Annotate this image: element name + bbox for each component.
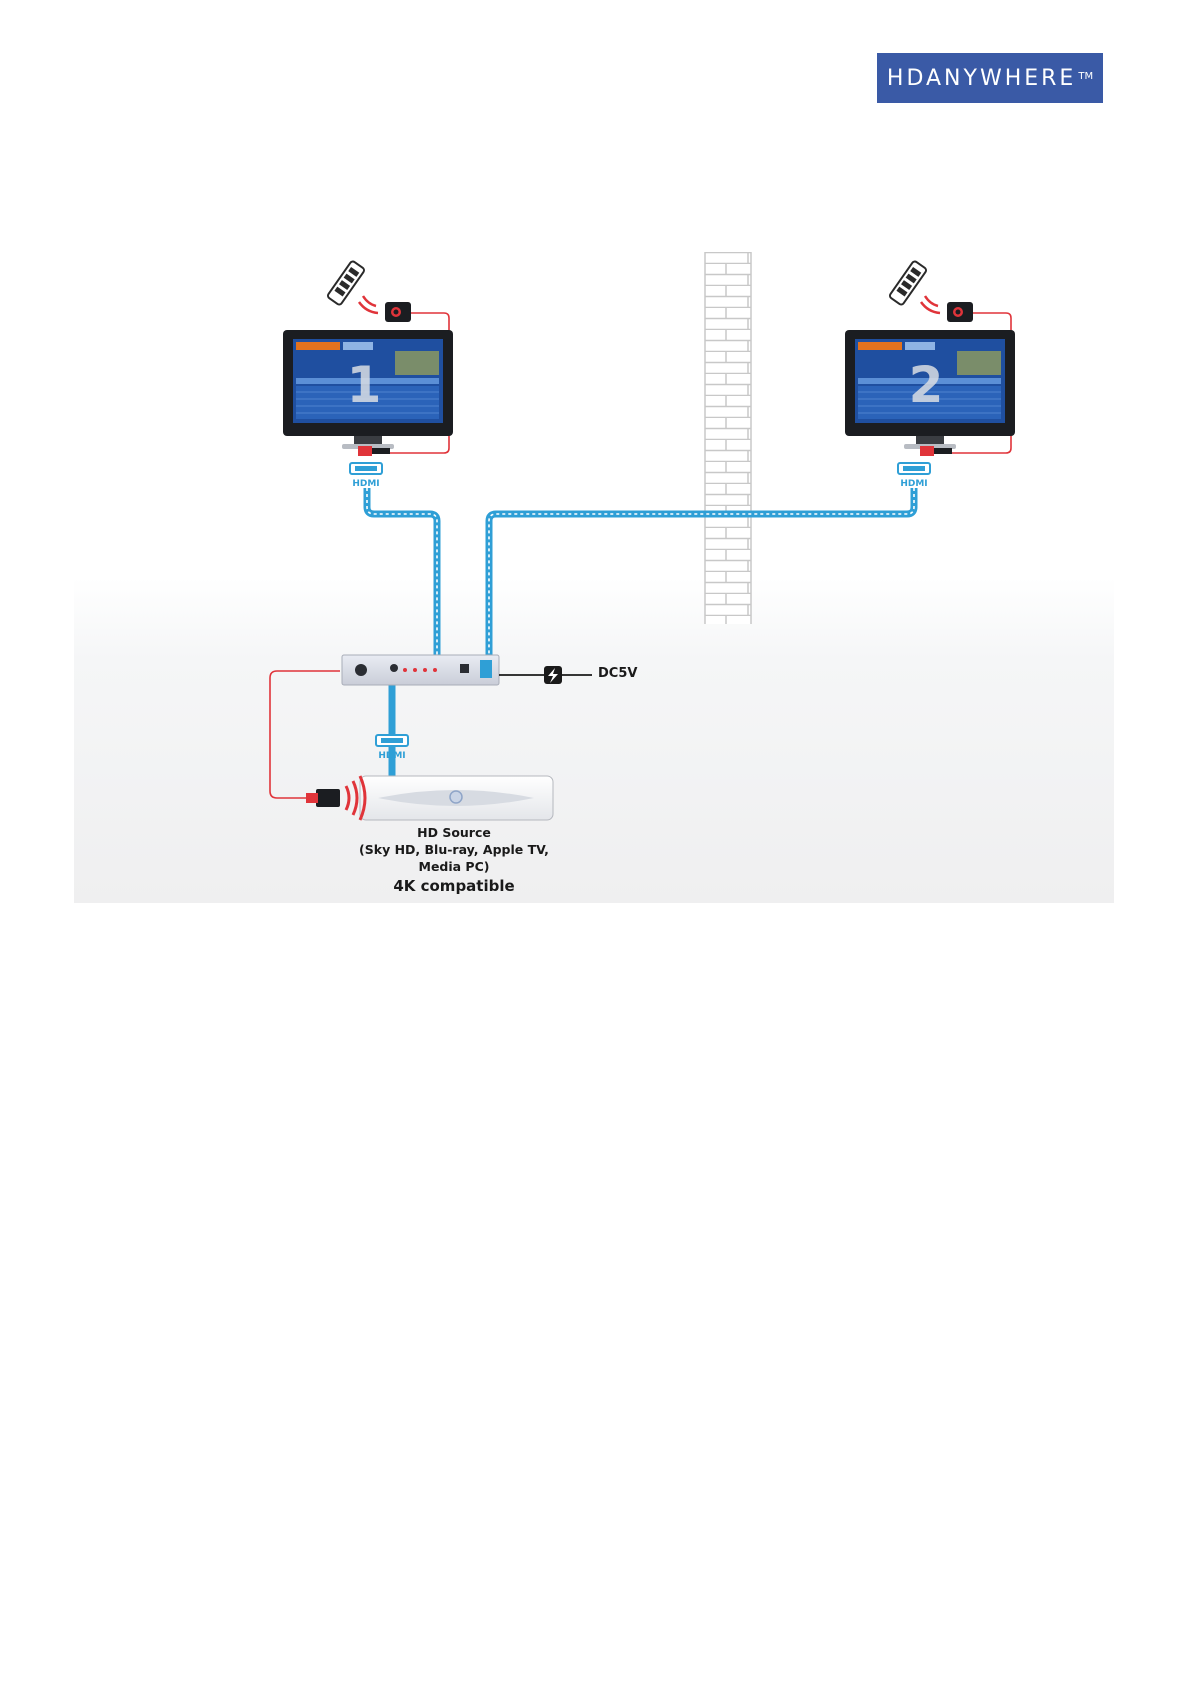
hdmi-icon: HDMI	[898, 463, 930, 489]
power-lead	[499, 666, 592, 684]
ir-waves-left	[359, 296, 378, 313]
hdmi-label: HDMI	[900, 479, 927, 489]
hdmi-label: HDMI	[352, 479, 379, 489]
hdmi-cables	[367, 488, 914, 778]
ir-receiver-icon	[385, 302, 411, 322]
remote-icon	[327, 260, 365, 305]
ir-waves-right	[921, 296, 940, 313]
splitter-box-icon	[342, 655, 499, 685]
tv-right-number: 2	[909, 356, 944, 414]
tv-left-number: 1	[347, 356, 382, 414]
source-box-icon	[360, 776, 553, 820]
source-subtitle: (Sky HD, Blu-ray, Apple TV, Media PC)	[338, 841, 570, 875]
remote-icon	[889, 260, 927, 305]
ir-receiver-icon	[947, 302, 973, 322]
ir-emitter-icon	[306, 789, 340, 807]
power-label: DC5V	[598, 666, 637, 681]
tv-left: 1	[283, 330, 453, 449]
source-note: 4K compatible	[338, 878, 570, 895]
hdmi-icon: HDMI	[350, 463, 382, 489]
hdmi-label: HDMI	[378, 751, 405, 761]
source-title: HD Source	[338, 824, 570, 841]
tv-right: 2	[845, 330, 1015, 449]
source-caption: HD Source (Sky HD, Blu-ray, Apple TV, Me…	[338, 824, 570, 895]
brick-wall-icon	[705, 252, 751, 624]
